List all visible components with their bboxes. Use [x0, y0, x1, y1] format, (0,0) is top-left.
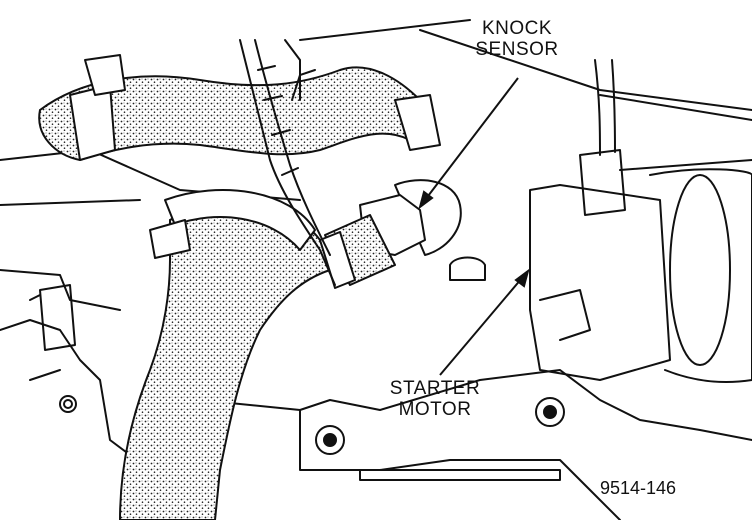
harness-tape-1 — [257, 65, 299, 176]
small-tab — [449, 256, 486, 281]
starter-motor-label: STARTER MOTOR — [380, 378, 490, 420]
wiring-harness-2 — [254, 39, 331, 256]
starter-connector — [579, 149, 626, 216]
starter-bracket — [539, 289, 591, 341]
knock-sensor-label: KNOCK SENSOR — [462, 18, 572, 60]
left-mount-box — [39, 284, 76, 351]
bottom-housing — [199, 369, 752, 441]
starter-motor-arrowhead — [514, 268, 530, 288]
bolt-boss-2 — [535, 397, 565, 427]
starter-motor-label-line1: STARTER — [389, 378, 481, 399]
lower-hose-clamp — [164, 189, 316, 251]
left-mount-detail — [29, 294, 61, 381]
lower-hose — [118, 201, 332, 520]
harness-clip-2 — [291, 69, 316, 101]
upper-right-clamp — [394, 94, 441, 151]
upper-left-clamp-tab — [84, 54, 126, 96]
right-housing-top — [599, 94, 752, 121]
starter-wire — [594, 59, 616, 156]
bolt-boss-1-hole — [323, 433, 337, 447]
knock-sensor-label-line1: KNOCK — [481, 18, 553, 39]
starter-motor-end — [669, 174, 731, 366]
starter-motor-leader — [439, 277, 523, 376]
valve-cover-edge — [0, 199, 141, 206]
harness-clip — [284, 39, 301, 101]
knock-sensor-boss — [394, 179, 462, 256]
bolt-boss-2-hole — [543, 405, 557, 419]
lower-manifold-edge — [0, 269, 121, 311]
bolt-boss-1 — [315, 425, 345, 455]
starter-motor-solenoid — [649, 168, 752, 383]
starter-motor-label-line2: MOTOR — [398, 399, 472, 420]
figure-code: 9514-146 — [600, 478, 677, 498]
bottom-housing-lower — [299, 409, 621, 520]
wiring-harness — [239, 39, 336, 286]
starter-motor-body — [529, 184, 671, 381]
bottom-rail — [359, 469, 561, 481]
knock-sensor-label-line2: SENSOR — [475, 39, 559, 60]
knock-sensor-leader — [424, 77, 519, 201]
knock-sensor-arrowhead — [418, 190, 434, 210]
upper-bracket — [299, 19, 752, 111]
left-bolt-hole — [59, 395, 77, 413]
lower-hose-clamp-tab — [149, 219, 191, 259]
left-bolt-hole-inner — [63, 399, 73, 409]
right-housing — [619, 159, 752, 171]
